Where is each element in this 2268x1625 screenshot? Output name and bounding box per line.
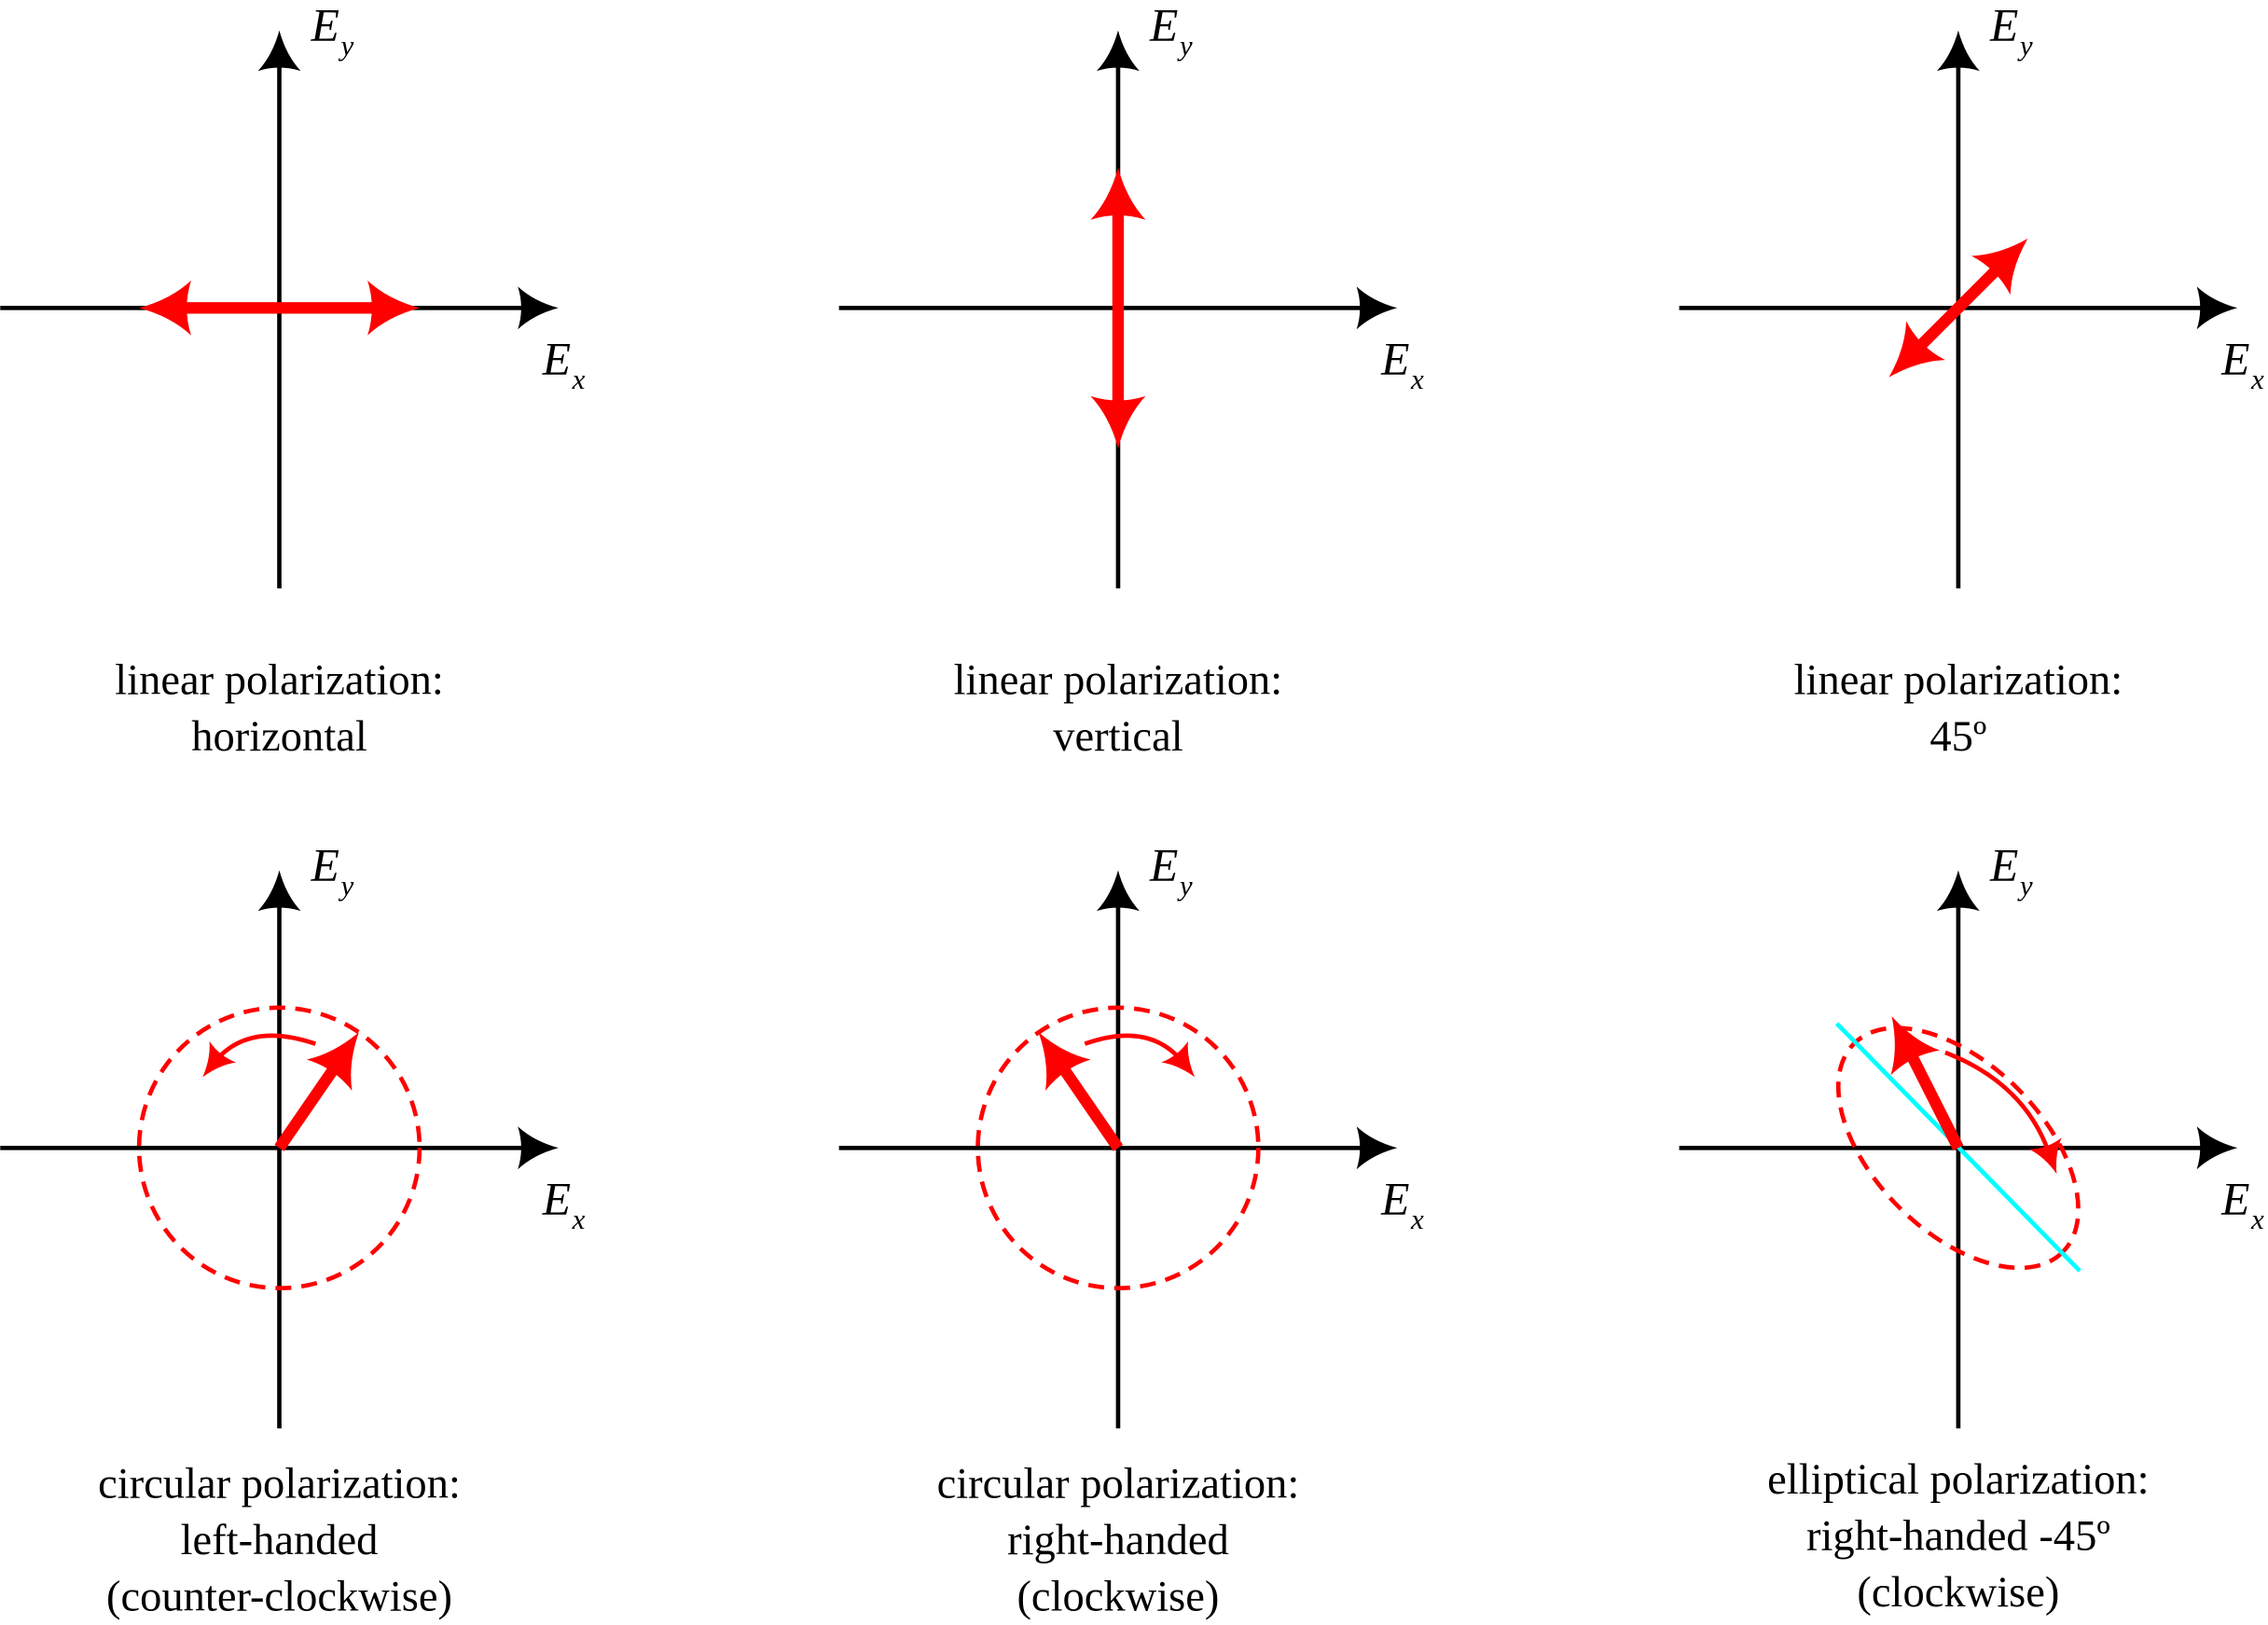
caption-line: (counter-clockwise) — [106, 1573, 452, 1620]
rotation-arrow-head — [202, 1040, 237, 1078]
rotation-arrow-head — [2029, 1137, 2062, 1175]
x-axis-arrow-icon — [2196, 1126, 2238, 1170]
field-vector-head — [1971, 238, 2028, 296]
field-vector-head — [1090, 167, 1146, 220]
y-axis-arrow-icon — [257, 30, 301, 72]
x-axis-label: Ex — [542, 1174, 586, 1236]
rotation-arrow-arc — [1944, 1050, 2051, 1152]
caption-line: circular polarization: — [937, 1461, 1300, 1508]
y-axis-arrow-icon — [1096, 30, 1140, 72]
caption-line: horizontal — [191, 713, 367, 761]
field-vector-shaft — [1911, 260, 2006, 355]
field-vector-shaft — [274, 1059, 343, 1151]
panel-circular-left: Ex Ey circular polarization: left-handed (co… — [0, 839, 586, 1620]
caption-line: right-handed -45º — [1806, 1512, 2110, 1560]
caption-line: 45º — [1929, 713, 1986, 761]
rotation-arrow-arc — [1084, 1033, 1185, 1065]
field-vector-head — [1890, 1016, 1941, 1076]
polarization-circle — [975, 1005, 1261, 1291]
y-axis-label: Ey — [1989, 0, 2033, 62]
x-axis-label: Ex — [1380, 334, 1424, 396]
panel-linear-vertical: Ex Ey linear polarization: vertical — [838, 0, 1424, 761]
y-axis-label: Ey — [1989, 839, 2033, 902]
y-axis-label: Ey — [1149, 0, 1193, 62]
field-vector-tail-head — [139, 280, 191, 336]
caption-line: linear polarization: — [115, 656, 444, 704]
y-axis-arrow-icon — [1936, 870, 1980, 912]
y-axis-arrow-icon — [1936, 30, 1980, 72]
rotation-arrow-arc — [212, 1033, 317, 1065]
caption-line: left-handed — [181, 1517, 379, 1564]
field-vector-head — [367, 280, 420, 336]
y-axis-label: Ey — [311, 839, 354, 902]
field-vector-head — [306, 1032, 359, 1091]
y-axis-arrow-icon — [1096, 870, 1140, 912]
field-vector-shaft — [1055, 1059, 1124, 1151]
x-axis-label: Ex — [542, 334, 586, 396]
panel-linear-45: Ex Ey linear polarization: 45º — [1679, 0, 2264, 761]
panel-circular-right: Ex Ey circular polarization: right-handed (c… — [838, 839, 1424, 1620]
polarization-circle — [136, 1005, 422, 1291]
x-axis-arrow-icon — [2196, 286, 2238, 330]
field-vector-head — [1038, 1032, 1091, 1091]
x-axis-label: Ex — [2220, 334, 2264, 396]
y-axis-label: Ey — [311, 0, 354, 62]
field-vector-shaft — [1903, 1047, 1964, 1151]
y-axis-arrow-icon — [257, 870, 301, 912]
caption-line: (clockwise) — [1857, 1569, 2059, 1617]
y-axis-label: Ey — [1149, 839, 1193, 902]
x-axis-arrow-icon — [518, 286, 559, 330]
caption-line: right-handed — [1007, 1517, 1229, 1564]
x-axis-label: Ex — [2220, 1174, 2264, 1236]
x-axis-label: Ex — [1380, 1174, 1424, 1236]
panel-elliptical-right-m45: Ex Ey elliptical polarization: right-handed… — [1679, 839, 2264, 1617]
caption-line: linear polarization: — [954, 656, 1283, 704]
rotation-arrow-head — [1161, 1040, 1196, 1078]
x-axis-arrow-icon — [1356, 286, 1398, 330]
caption-line: vertical — [1053, 713, 1182, 761]
x-axis-arrow-icon — [1356, 1126, 1398, 1170]
caption-line: linear polarization: — [1794, 656, 2123, 704]
caption-line: (clockwise) — [1016, 1573, 1219, 1620]
x-axis-arrow-icon — [518, 1126, 559, 1170]
panel-linear-horizontal: Ex Ey linear polarization: horizontal — [0, 0, 586, 761]
field-vector-tail-head — [1888, 321, 1945, 378]
field-vector-tail-head — [1090, 395, 1146, 448]
caption-line: elliptical polarization: — [1767, 1456, 2149, 1504]
caption-line: circular polarization: — [98, 1461, 461, 1508]
